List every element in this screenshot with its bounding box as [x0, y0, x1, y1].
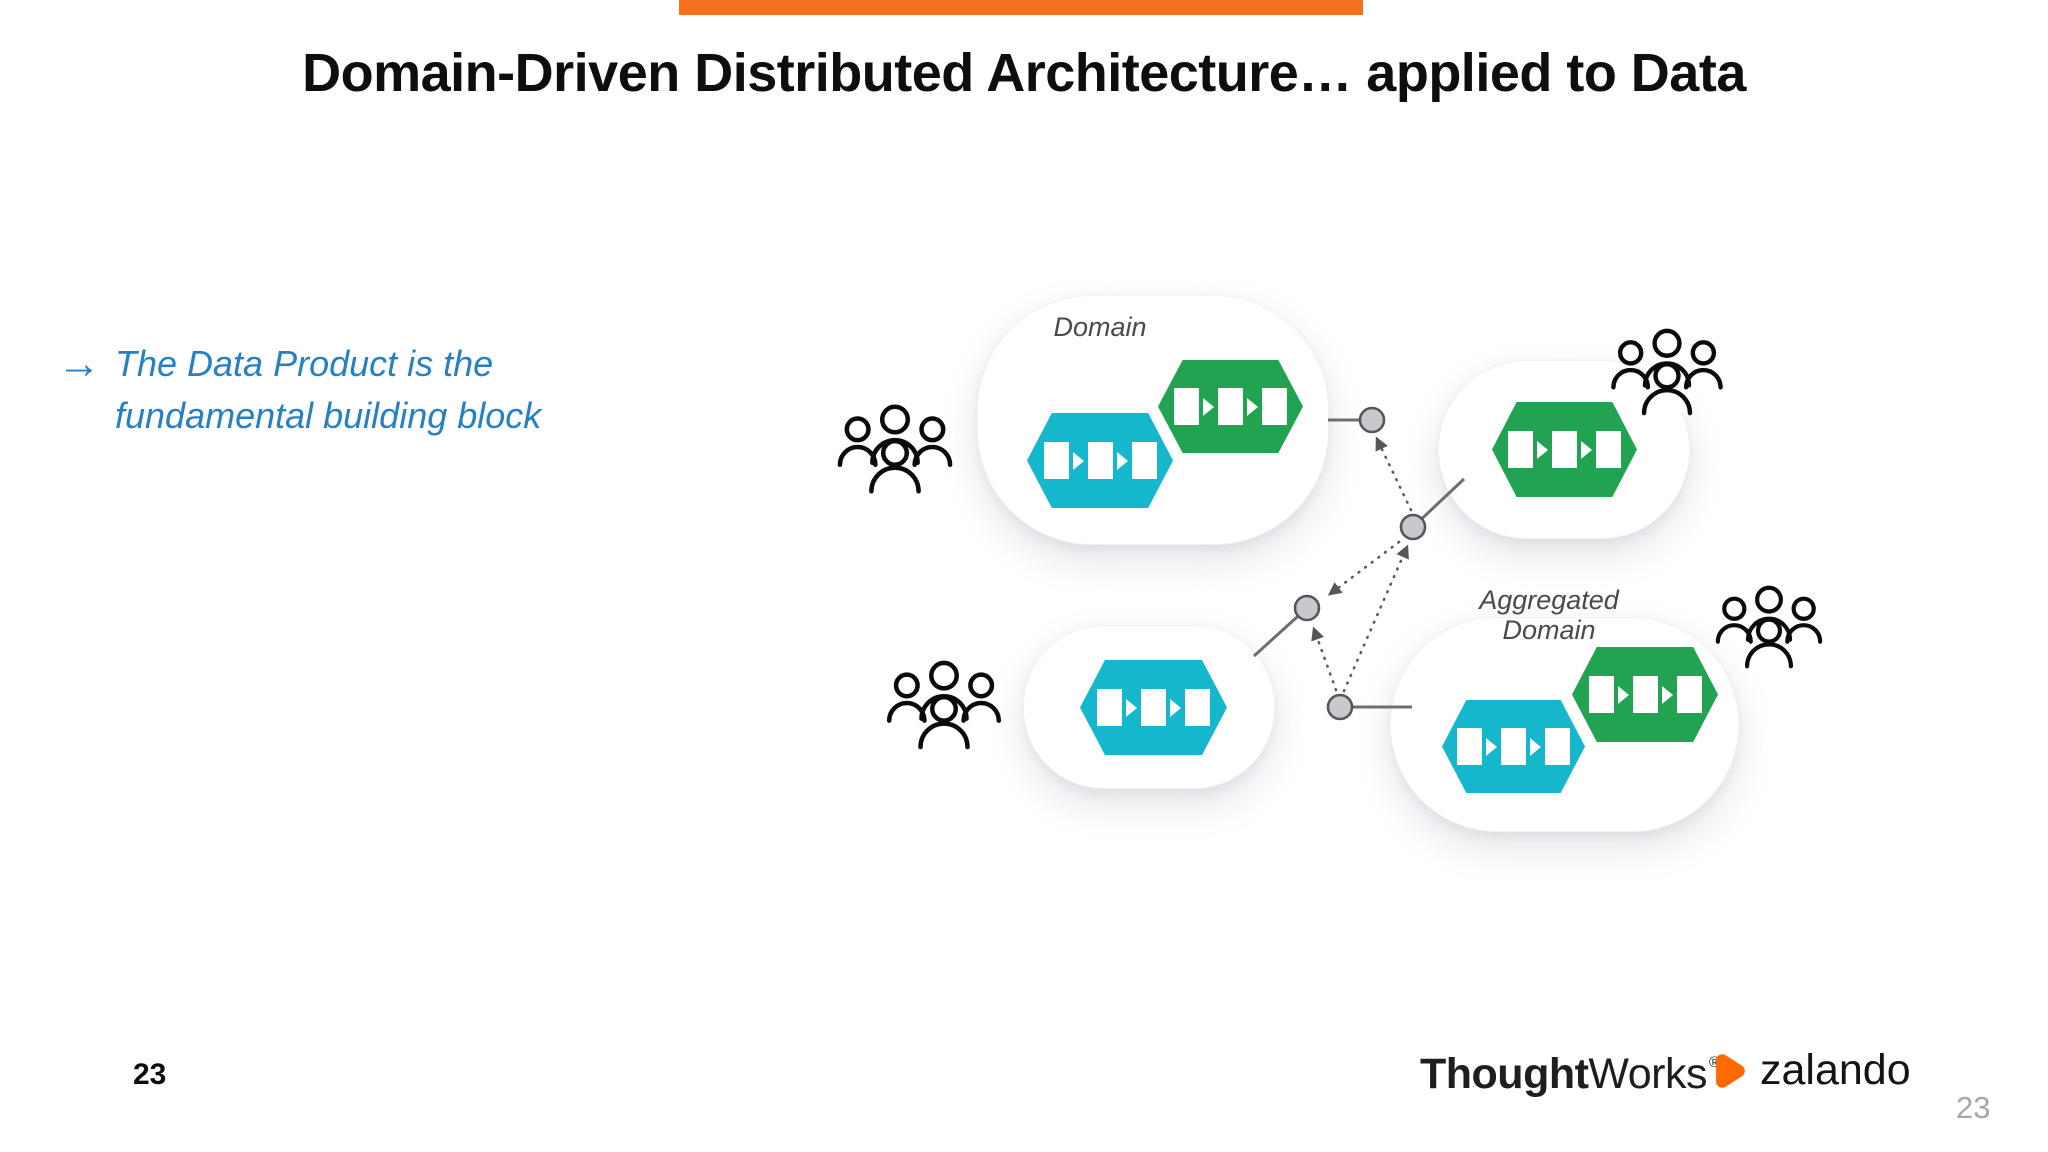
- pipeline-bar: [1552, 431, 1577, 468]
- pipeline-bar: [1588, 676, 1614, 713]
- pipeline-arrow-icon: [1170, 698, 1181, 717]
- team-icon: [1710, 585, 1828, 669]
- pipeline-bar: [1043, 442, 1069, 479]
- pipeline-arrow-icon: [1486, 737, 1497, 756]
- pipeline-bar: [1141, 689, 1166, 726]
- connector-node: [1358, 406, 1386, 434]
- pipeline-arrow-icon: [1203, 397, 1214, 416]
- pipeline-bar: [1262, 388, 1287, 425]
- pipeline-bar: [1457, 728, 1482, 765]
- pipeline-arrow-icon: [1530, 737, 1541, 756]
- pipeline-bar: [1087, 442, 1113, 479]
- pipeline-bar: [1131, 442, 1157, 479]
- data-product-hexagon-green: [1492, 402, 1637, 497]
- pipeline-bar: [1097, 689, 1122, 726]
- pipeline-bar: [1596, 431, 1621, 468]
- pipeline-arrow-icon: [1661, 685, 1673, 704]
- data-product-hexagon-teal: [1080, 660, 1227, 755]
- team-icon: [1606, 328, 1728, 416]
- pipeline-bar: [1508, 431, 1533, 468]
- pipeline-arrow-icon: [1617, 685, 1629, 704]
- pipeline-arrow-icon: [1581, 440, 1592, 459]
- aggregated-label-line1: Aggregated: [1479, 585, 1619, 615]
- connector-node: [1293, 594, 1321, 622]
- pipeline-arrow-icon: [1116, 451, 1128, 470]
- pipeline-arrow-icon: [1247, 397, 1258, 416]
- key-point-text: The Data Product is the fundamental buil…: [115, 338, 541, 442]
- data-product-hexagon-teal: [1442, 700, 1585, 793]
- zalando-logo: zalando: [1706, 1046, 1911, 1095]
- thoughtworks-logo-bold: Thought: [1420, 1050, 1589, 1098]
- data-product-hexagon-teal: [1027, 413, 1173, 508]
- key-point-line1: The Data Product is the: [115, 343, 494, 384]
- accent-bar: [679, 0, 1363, 15]
- team-icon: [883, 660, 1005, 750]
- registered-mark: ®: [1708, 1054, 1720, 1071]
- pipeline-bar: [1174, 388, 1199, 425]
- data-product-hexagon-green: [1572, 647, 1718, 742]
- page-number: 23: [133, 1058, 167, 1091]
- connector-node: [1399, 513, 1427, 541]
- key-point: → The Data Product is the fundamental bu…: [57, 338, 541, 442]
- pipeline-bar: [1501, 728, 1526, 765]
- pipeline-bar: [1632, 676, 1658, 713]
- aggregated-domain-label: Aggregated Domain: [1443, 585, 1655, 645]
- key-point-line2: fundamental building block: [115, 395, 542, 436]
- pipeline-arrow-icon: [1072, 451, 1084, 470]
- team-icon: [836, 403, 954, 495]
- pipeline-arrow-icon: [1537, 440, 1548, 459]
- page-number-watermark: 23: [1956, 1090, 1991, 1125]
- pipeline-bar: [1676, 676, 1702, 713]
- pipeline-arrow-icon: [1126, 698, 1137, 717]
- pipeline-bar: [1545, 728, 1570, 765]
- arrow-icon: →: [57, 339, 101, 388]
- domain-label: Domain: [1053, 312, 1147, 342]
- page-title: Domain-Driven Distributed Architecture… …: [302, 43, 1746, 103]
- thoughtworks-logo-regular: Works: [1588, 1050, 1707, 1098]
- zalando-wordmark: zalando: [1760, 1046, 1911, 1094]
- pipeline-bar: [1185, 689, 1210, 726]
- data-product-hexagon-green: [1158, 360, 1303, 453]
- pipeline-bar: [1218, 388, 1243, 425]
- connector-node: [1326, 693, 1354, 721]
- aggregated-label-line2: Domain: [1502, 615, 1596, 645]
- zalando-mark-icon: [1716, 1053, 1745, 1088]
